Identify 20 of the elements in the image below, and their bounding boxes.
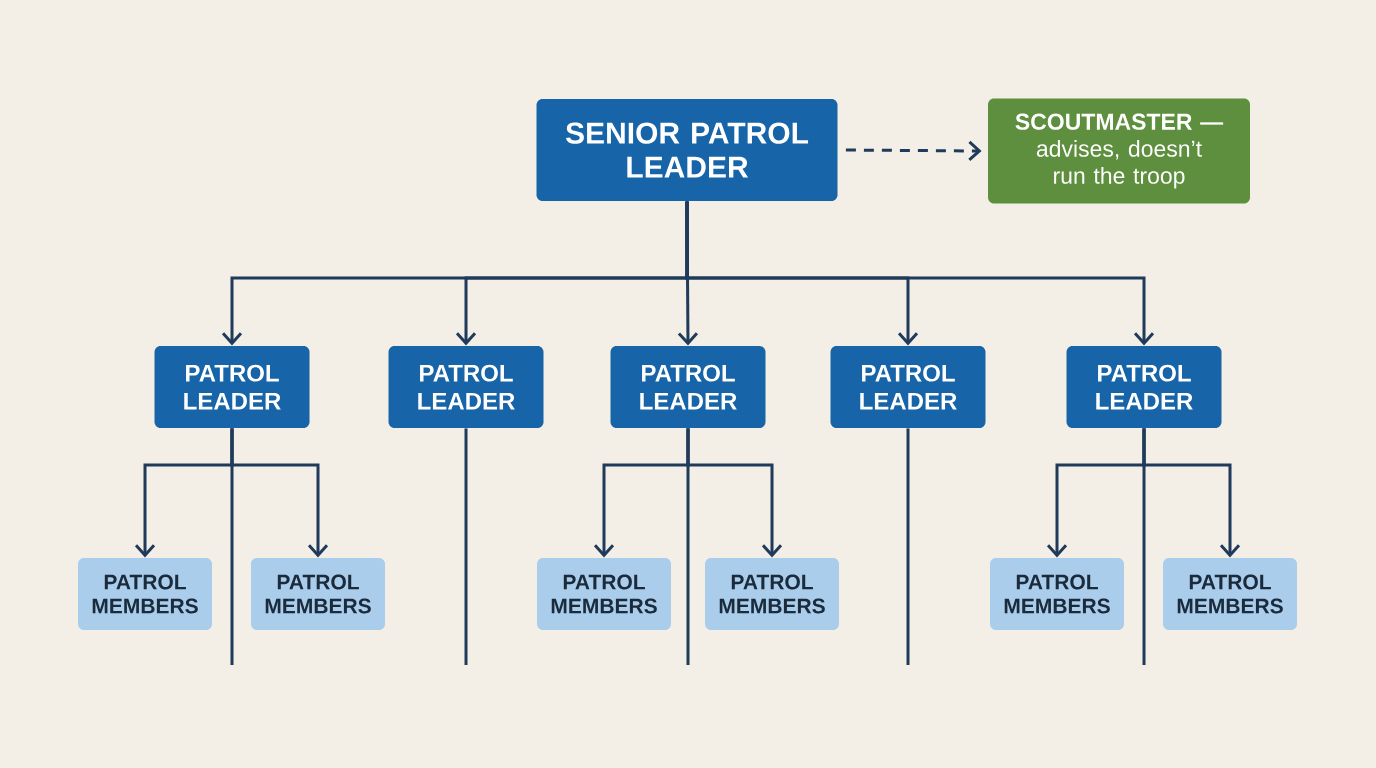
patrol-leader-box: PATROL LEADER — [1066, 346, 1222, 428]
patrol-leader-box: PATROL LEADER — [610, 346, 766, 428]
advisor-box: SCOUTMASTER — advises, doesn’t run the troop — [988, 98, 1250, 204]
patrol-members-box: PATROL MEMBERS — [990, 558, 1124, 630]
patrol-members-box: PATROL MEMBERS — [251, 558, 385, 630]
patrol-leader-box: PATROL LEADER — [388, 346, 544, 428]
patrol-members-box: PATROL MEMBERS — [705, 558, 839, 630]
patrol-leader-box: PATROL LEADER — [154, 346, 310, 428]
patrol-members-box: PATROL MEMBERS — [537, 558, 671, 630]
connector-line — [1142, 428, 1146, 665]
arrow — [845, 140, 982, 162]
patrol-members-box: PATROL MEMBERS — [1163, 558, 1297, 630]
connector-line — [464, 428, 468, 665]
leader-box: SENIOR PATROL LEADER — [536, 99, 838, 201]
arrow — [685, 201, 1155, 346]
connector-line — [906, 428, 910, 665]
connector-line — [686, 428, 690, 665]
connector-line — [230, 428, 234, 665]
patrol-members-box: PATROL MEMBERS — [78, 558, 212, 630]
patrol-leader-box: PATROL LEADER — [830, 346, 986, 428]
